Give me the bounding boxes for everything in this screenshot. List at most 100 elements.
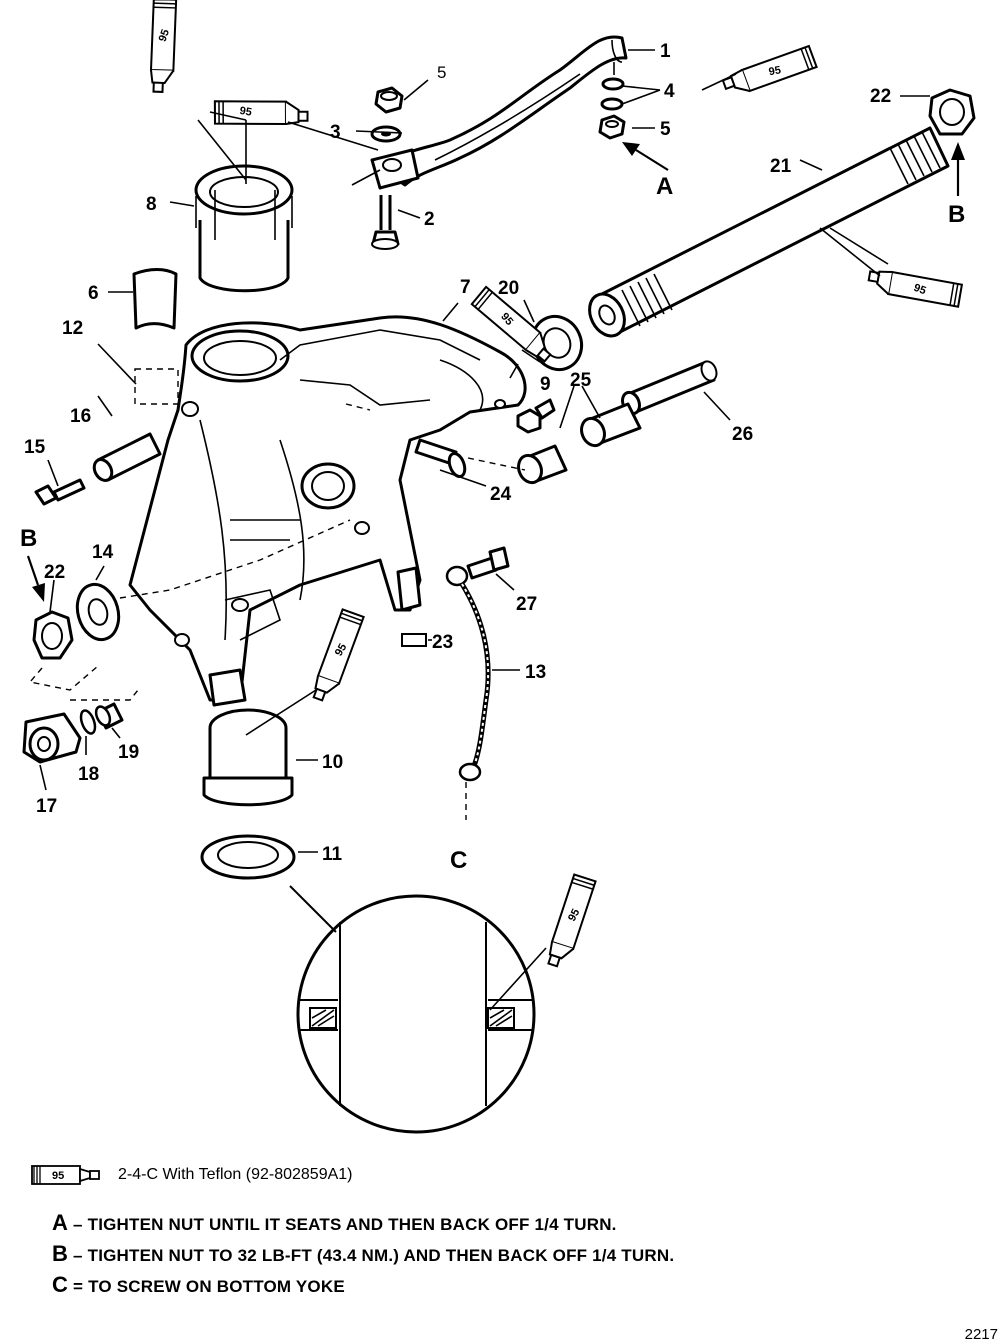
note-b-separator: –	[68, 1246, 88, 1265]
cap-nut-17	[22, 712, 82, 764]
seal-detail-circle	[289, 885, 536, 1134]
bolt-2	[371, 195, 400, 250]
svg-text:95: 95	[333, 642, 350, 659]
label-13: 13	[525, 662, 546, 683]
sealant-tube-icon: 95	[296, 604, 376, 706]
note-a-text: TIGHTEN NUT UNTIL IT SEATS AND THEN BACK…	[87, 1215, 617, 1234]
arrow-b-right	[951, 142, 965, 196]
label-18: 18	[78, 764, 99, 785]
note-b: B – TIGHTEN NUT TO 32 LB-FT (43.4 NM.) A…	[52, 1241, 674, 1267]
note-c-separator: =	[68, 1277, 89, 1296]
label-21: 21	[770, 156, 792, 177]
note-a-separator: –	[68, 1215, 88, 1234]
bolt-24	[414, 438, 467, 479]
steering-arm	[370, 35, 628, 190]
label-6: 6	[88, 283, 99, 304]
pivot-shaft-21	[588, 126, 950, 338]
label-5: 5	[660, 119, 671, 140]
label-19: 19	[118, 742, 139, 763]
arrow-b-left	[26, 555, 45, 602]
label-22-left: 22	[44, 562, 65, 583]
alignment-lines	[28, 403, 526, 820]
label-15: 15	[24, 437, 46, 458]
label-2: 2	[424, 209, 435, 230]
nut-22-upper	[928, 88, 976, 136]
note-b-text: TIGHTEN NUT TO 32 LB-FT (43.4 NM.) AND T…	[87, 1246, 675, 1265]
note-a: A – TIGHTEN NUT UNTIL IT SEATS AND THEN …	[52, 1210, 617, 1236]
bolt-27	[466, 546, 510, 580]
note-c-key: C	[52, 1272, 69, 1297]
sealant-tube-icon: 95	[718, 44, 820, 97]
screw-15	[34, 478, 86, 506]
label-7: 7	[460, 277, 471, 298]
bushing-8	[194, 164, 294, 293]
sealant-tube-icon: 95	[530, 870, 608, 972]
part-labels: 1 2 3 4 5 5 6 7 8 9 10 11 12 13 14 15 16…	[24, 41, 891, 865]
ground-strap-13	[445, 565, 491, 782]
label-16: 16	[70, 406, 91, 427]
label-20: 20	[498, 278, 519, 299]
callout-letter-b-left: B	[20, 525, 37, 552]
note-a-key: A	[52, 1210, 69, 1235]
part-12-outline	[134, 368, 179, 405]
note-c: C = TO SCREW ON BOTTOM YOKE	[52, 1272, 345, 1298]
bushing-19	[94, 702, 124, 730]
callout-letter-a: A	[656, 173, 673, 200]
note-c-text: TO SCREW ON BOTTOM YOKE	[88, 1277, 345, 1296]
label-8: 8	[146, 194, 157, 215]
sealant-tube-icon: 95	[468, 278, 558, 375]
label-3: 3	[330, 122, 341, 143]
bushing-25-left	[517, 444, 568, 485]
label-9: 9	[540, 374, 551, 395]
nut-5-right	[598, 114, 626, 140]
svg-text:95: 95	[912, 282, 928, 297]
label-27: 27	[516, 594, 537, 615]
sealant-tube-icon: 95	[210, 88, 312, 141]
nut-5-upper	[374, 86, 404, 114]
sealant-tube-icon: 95	[31, 1165, 100, 1185]
label-1: 1	[660, 41, 671, 62]
leader-lines	[39, 49, 930, 1011]
sealant-tube-icon: 95	[133, 0, 189, 96]
part-23	[401, 633, 427, 647]
label-22-right: 22	[870, 86, 891, 107]
seal-11	[200, 834, 296, 880]
svg-text:95: 95	[239, 105, 253, 119]
callout-letter-c: C	[450, 847, 467, 874]
label-4: 4	[664, 81, 675, 102]
svg-text:95: 95	[566, 907, 582, 923]
svg-text:95: 95	[768, 64, 782, 78]
sleeve-16	[92, 432, 162, 482]
washer-3	[370, 125, 402, 143]
label-11: 11	[322, 844, 343, 865]
swivel-bracket	[128, 315, 527, 707]
label-25: 25	[570, 370, 592, 391]
grease-fitting-9	[516, 398, 556, 434]
washers-4	[600, 77, 625, 111]
washer-18	[79, 709, 97, 735]
pin-26	[621, 360, 718, 416]
label-23: 23	[432, 632, 453, 653]
label-17: 17	[36, 796, 57, 817]
bushing-10	[202, 708, 294, 807]
label-26: 26	[732, 424, 753, 445]
note-b-key: B	[52, 1241, 69, 1266]
label-24: 24	[490, 484, 512, 505]
label-14: 14	[92, 542, 114, 563]
legend: 95 2-4-C With Teflon (92-802859A1)	[30, 1162, 353, 1188]
callout-letter-b-right: B	[948, 201, 965, 228]
label-5-top: 5	[437, 63, 446, 82]
legend-text: 2-4-C With Teflon (92-802859A1)	[118, 1166, 353, 1183]
sealant-tube-icon: 95	[864, 252, 967, 319]
pad-6	[132, 268, 178, 330]
bushing-25-right	[580, 402, 642, 448]
nut-22-lower	[32, 610, 74, 660]
legend-tube-label: 95	[52, 1170, 64, 1182]
arrow-a	[622, 142, 669, 171]
label-12: 12	[62, 318, 83, 339]
svg-text:95: 95	[157, 28, 172, 44]
figure-number: 2217	[964, 1326, 998, 1343]
label-10: 10	[322, 752, 343, 773]
washer-14	[75, 582, 121, 642]
